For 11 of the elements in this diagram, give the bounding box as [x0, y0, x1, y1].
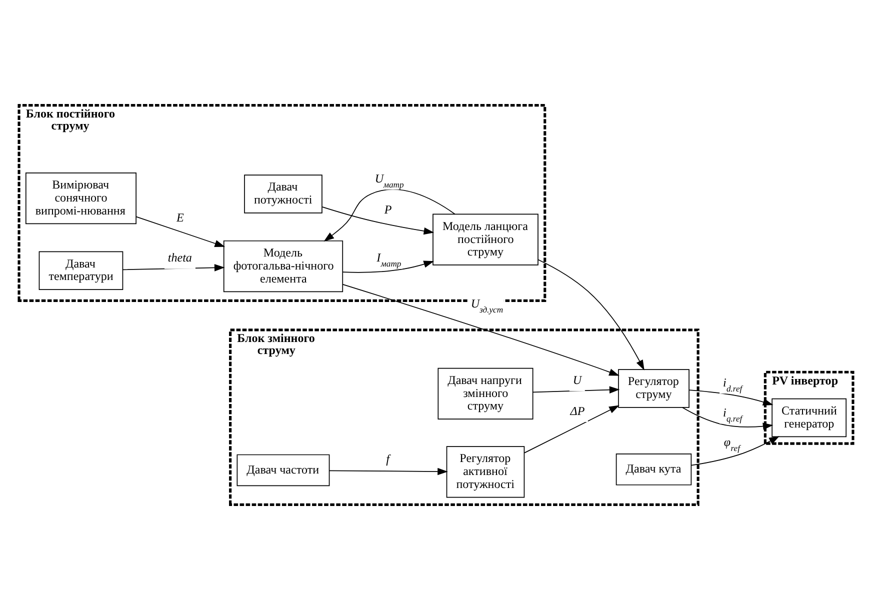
edge-label: i$_{d.ref}$ — [723, 376, 742, 394]
edge-label: theta — [168, 250, 192, 265]
edge-label: φ$_{ref}$ — [724, 434, 740, 453]
edge-label: E — [176, 210, 184, 224]
edge-label: P — [384, 202, 392, 217]
edge-label: I$_{матр}$ — [376, 250, 402, 269]
edge-label: ΔP — [570, 404, 585, 418]
edge-label: U — [572, 372, 582, 387]
edge-label: U$_{матр}$ — [374, 172, 404, 190]
edge-label: f — [386, 452, 390, 466]
edge-label: i$_{q.ref}$ — [723, 406, 742, 424]
